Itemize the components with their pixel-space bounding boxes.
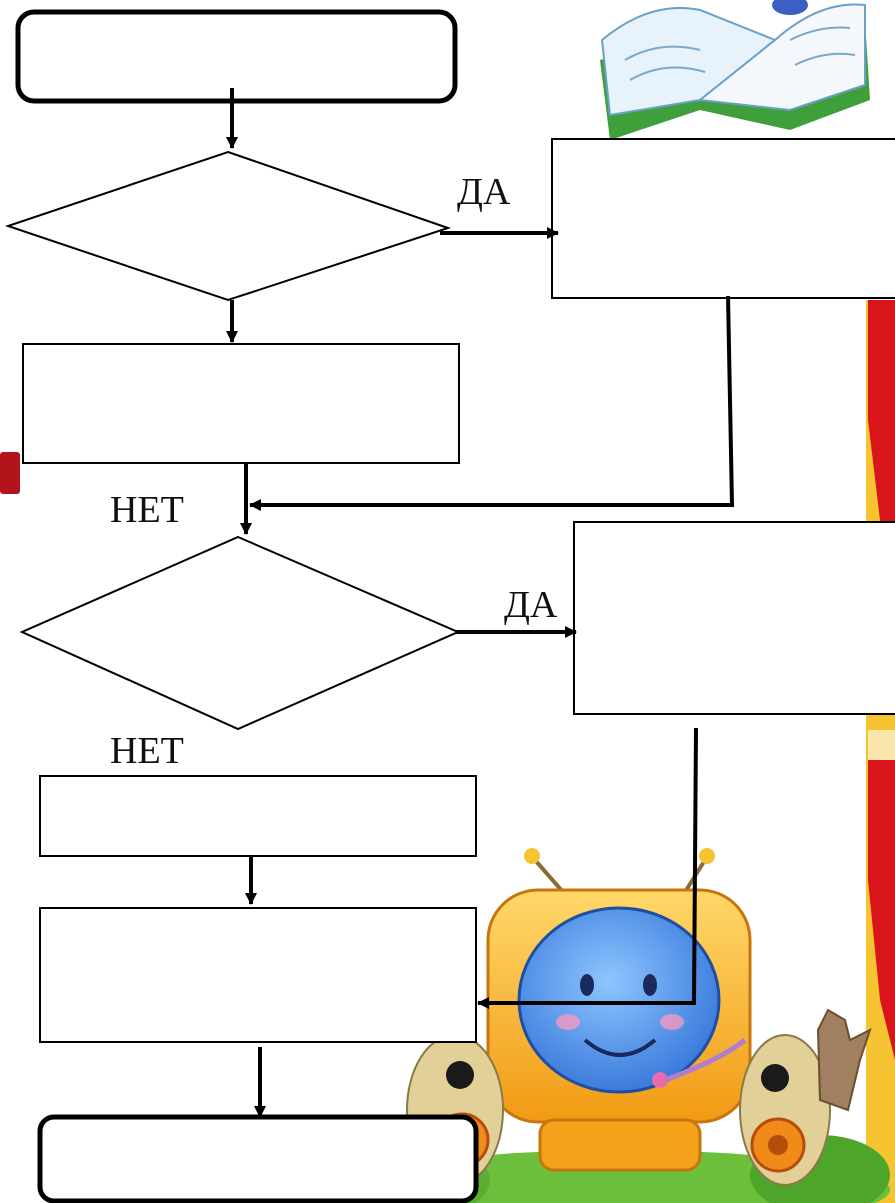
decision-1-diamond bbox=[4, 150, 452, 302]
label-no-1: НЕТ bbox=[110, 489, 184, 531]
label-yes-2: ДА bbox=[504, 584, 558, 626]
action-no-1-box bbox=[22, 343, 460, 464]
right-speaker bbox=[739, 1034, 831, 1186]
left-red-tab bbox=[0, 452, 20, 494]
end-terminator bbox=[37, 1114, 479, 1203]
decision-2-diamond bbox=[19, 535, 461, 731]
label-yes-1: ДА bbox=[457, 171, 511, 213]
start-terminator bbox=[15, 9, 458, 104]
right-ribbon-border bbox=[866, 300, 895, 1203]
merge-block-box bbox=[39, 907, 477, 1043]
action-no-2-box bbox=[39, 775, 477, 857]
connector-yes-1-return bbox=[249, 295, 735, 511]
action-yes-2-box bbox=[573, 521, 895, 715]
open-book-illustration bbox=[600, 0, 870, 140]
action-yes-1-box bbox=[551, 138, 895, 299]
connector-yes-2-return bbox=[477, 727, 698, 1009]
label-no-2: НЕТ bbox=[110, 730, 184, 772]
